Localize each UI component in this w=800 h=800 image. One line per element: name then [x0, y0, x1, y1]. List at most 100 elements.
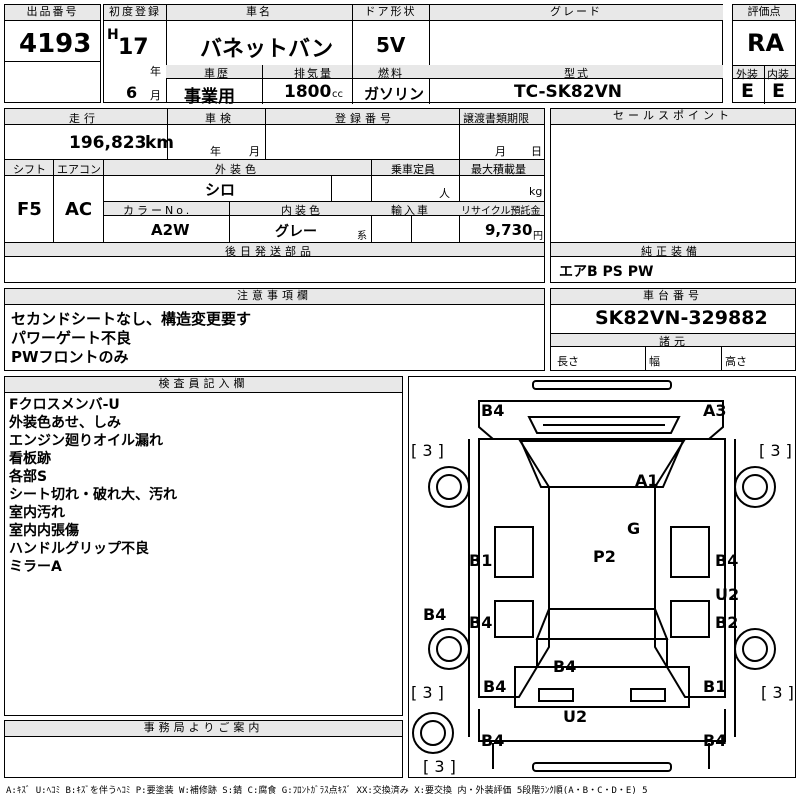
note-line: セカンドシートなし、構造変更要す	[11, 310, 252, 328]
score-label: 評価点	[733, 5, 795, 21]
inspector-line: 室内内張傷	[9, 523, 79, 539]
score-value: RA	[747, 29, 785, 57]
load-unit: kg	[529, 185, 543, 198]
spec-label: 諸元	[659, 335, 689, 348]
reg-year: 17	[118, 35, 149, 60]
office-label: 事務局よりご案内	[5, 721, 402, 737]
note-line: PWフロントのみ	[11, 348, 129, 366]
damage-mark: B1	[469, 551, 493, 570]
vehicle-outline	[412, 380, 776, 772]
shift-label: シフト	[13, 163, 46, 176]
recycle-unit: 円	[533, 231, 543, 242]
transfer-day-unit: 日	[531, 145, 542, 158]
inspector-line: Fクロスメンバ-U	[9, 397, 120, 413]
color-label: 外装色	[215, 163, 260, 176]
damage-mark: B4	[553, 657, 577, 676]
mileage-unit: km	[145, 133, 175, 153]
inspector-line: 看板跡	[9, 451, 51, 467]
tyre-mark: [ 3 ]	[761, 683, 794, 702]
int-value: E	[772, 80, 785, 102]
notes-box: 注意事項欄 セカンドシートなし、構造変更要す パワーゲート不良 PWフロントのみ	[4, 288, 545, 371]
aircon-label: エアコン	[57, 163, 101, 176]
era: H	[107, 27, 119, 43]
transfer-label: 譲渡書類期限	[463, 112, 529, 125]
damage-mark: A3	[703, 401, 727, 420]
car-name: バネットバン	[200, 37, 334, 62]
capacity-unit: 人	[439, 187, 450, 200]
spec-width: 幅	[649, 355, 660, 368]
sales-label: セールスポイント	[551, 109, 795, 125]
spec-length: 長さ	[557, 355, 579, 368]
damage-mark: B4	[481, 401, 505, 420]
tyre-mark: [ 3 ]	[759, 441, 792, 460]
inspector-box: 検査員記入欄 Fクロスメンバ-U 外装色あせ、しみ エンジン廻りオイル漏れ 看板…	[4, 376, 403, 716]
door-type: 5V	[376, 33, 406, 57]
equip-value: エアB PS PW	[559, 264, 654, 280]
damage-mark: B4	[483, 677, 507, 696]
month-unit: 月	[150, 89, 161, 102]
lot-label: 出品番号	[5, 5, 100, 21]
lot-box: 出品番号 4193	[4, 4, 101, 103]
model-value: TC-SK82VN	[514, 82, 622, 102]
displacement-value: 1800	[284, 82, 332, 102]
score-box: 評価点 RA 外装 内装 E E	[732, 4, 796, 104]
history-value: 事業用	[184, 87, 235, 107]
damage-mark: U2	[715, 585, 740, 604]
damage-mark: B4	[423, 605, 447, 624]
displacement-label: 排気量	[294, 67, 333, 80]
displacement-unit: cc	[332, 89, 343, 100]
regno-label: 登録番号	[335, 112, 395, 125]
mileage-label: 走行	[69, 112, 99, 125]
inspector-line: ミラーA	[9, 559, 62, 575]
inspector-line: 室内汚れ	[9, 505, 65, 521]
car-name-label: 車名	[166, 5, 352, 21]
tyre-mark: [ 3 ]	[411, 441, 444, 460]
damage-mark: B4	[715, 551, 739, 570]
damage-mark: B4	[703, 731, 727, 750]
chassis-number: SK82VN-329882	[595, 307, 768, 329]
capacity-label: 乗車定員	[391, 163, 435, 176]
load-label: 最大積載量	[471, 163, 526, 176]
inspector-line: シート切れ・破れ大、汚れ	[9, 487, 177, 503]
color-no-label: カラーNo.	[123, 204, 193, 217]
damage-mark: B4	[469, 613, 493, 632]
int-label: 内装	[767, 68, 789, 81]
notes-label: 注意事項欄	[5, 289, 544, 305]
recycle-label: リサイクル預託金	[461, 206, 541, 217]
damage-mark: B2	[715, 613, 739, 632]
recycle-value: 9,730	[485, 221, 533, 239]
inspector-line: ハンドルグリップ不良	[9, 541, 149, 557]
details-box: 走行 車検 登録番号 譲渡書類期限 196,823 km 年 月 月 日 シフト…	[4, 108, 545, 283]
inspector-label: 検査員記入欄	[5, 377, 402, 393]
legend: A:ｷｽﾞ U:ﾍｺﾐ B:ｷｽﾞを伴うﾍｺﾐ P:要塗装 W:補修跡 S:錆 …	[6, 786, 648, 796]
mileage-value: 196,823	[69, 133, 147, 153]
door-label: ドア形状	[352, 5, 429, 21]
inspection-label: 車検	[205, 112, 235, 125]
history-label: 車歴	[204, 67, 230, 80]
grade-label: グレード	[429, 5, 723, 21]
color-no-value: A2W	[151, 221, 190, 239]
office-box: 事務局よりご案内	[4, 720, 403, 778]
insp-month-unit: 月	[249, 145, 260, 158]
year-unit: 年	[150, 65, 161, 78]
ext-label: 外装	[736, 68, 758, 81]
reg-month: 6	[126, 83, 138, 102]
damage-mark: A1	[635, 471, 659, 490]
chassis-box: 車台番号 SK82VN-329882 諸元 長さ 幅 高さ	[550, 288, 796, 371]
damage-mark: B1	[703, 677, 727, 696]
inspector-line: エンジン廻りオイル漏れ	[9, 433, 163, 449]
damage-mark: U2	[563, 707, 588, 726]
transfer-month-unit: 月	[495, 145, 506, 158]
fuel-label: 燃料	[378, 67, 404, 80]
tyre-mark: [ 3 ]	[411, 683, 444, 702]
note-line: パワーゲート不良	[11, 329, 132, 347]
inspector-line: 外装色あせ、しみ	[9, 415, 121, 431]
damage-mark: G	[627, 519, 641, 538]
color-value: シロ	[205, 181, 236, 199]
reg-label: 初度登録	[104, 5, 166, 21]
fuel-value: ガソリン	[364, 85, 425, 103]
aircon-value: AC	[65, 199, 93, 220]
import-label: 輸入車	[391, 204, 430, 217]
insp-year-unit: 年	[210, 145, 221, 158]
ext-value: E	[741, 80, 754, 102]
